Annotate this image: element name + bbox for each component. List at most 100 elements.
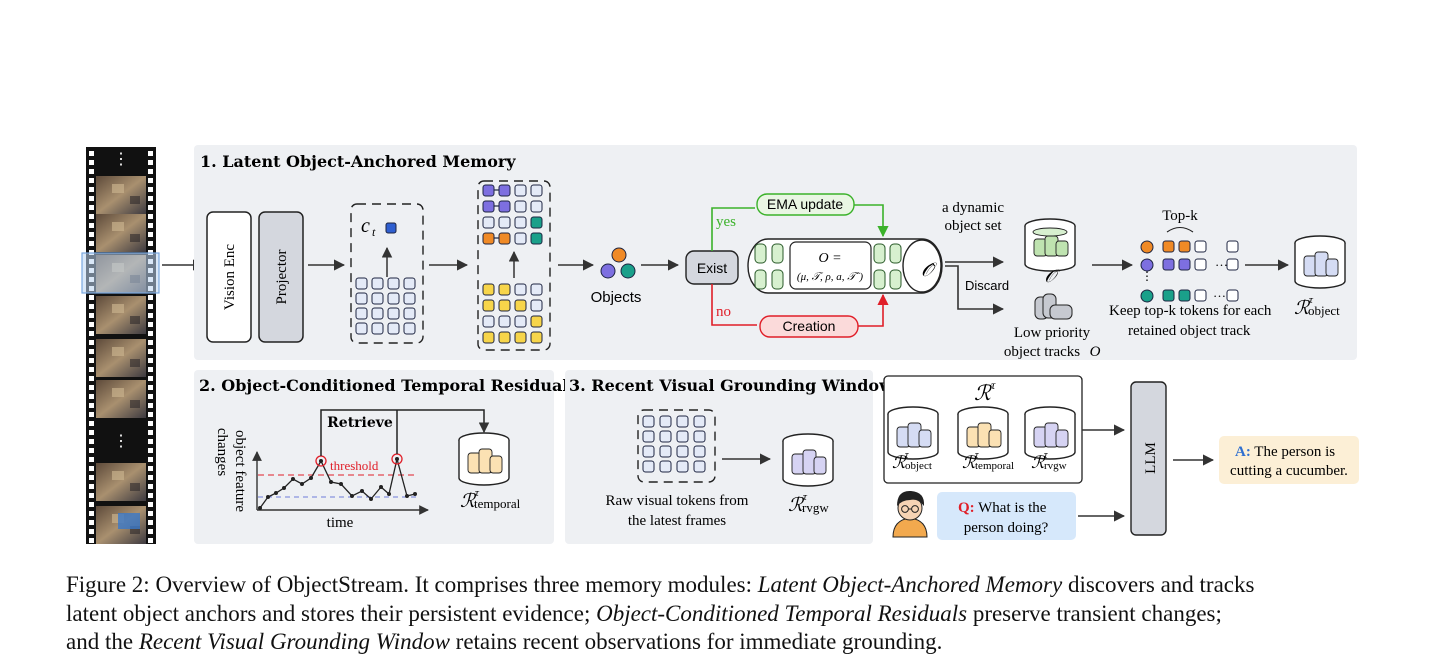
sprocket-hole [148,484,153,489]
raw-token-box [637,409,716,483]
low-priority-line2: object tracks [1004,344,1080,360]
token-cell [1194,240,1207,253]
token-cell [530,331,543,344]
r-rvgw-sub: rvgw [802,500,829,515]
sprocket-hole [89,367,94,372]
token-cell [355,292,368,305]
token-cell [1178,289,1191,302]
token-cell [1226,240,1239,253]
film-dots-bottom: ⋮ [113,433,129,450]
sprocket-hole [89,232,94,237]
token-cell [371,307,384,320]
token-cell [676,415,689,428]
token-cell [387,307,400,320]
sprocket-hole [148,511,153,516]
token-cell [482,315,495,328]
vision-encoder-block [206,211,252,343]
sprocket-hole [148,295,153,300]
keep-topk-line2: retained object track [1128,323,1251,339]
sprocket-hole [89,421,94,426]
discard-label: Discard [965,278,1009,293]
keep-topk-line1: Keep top-k tokens for each [1109,303,1272,319]
answer-bubble [1219,436,1359,484]
ct-token [385,222,397,234]
dynamic-set-line1: a dynamic [942,200,1004,216]
low-priority-blob [1034,293,1073,320]
token-cell [482,299,495,312]
topk-vdots: ⋮ [1141,269,1153,283]
token-cell [1226,258,1239,271]
residual-point [350,494,354,498]
summary-item-2-base: ℛ [962,453,977,472]
sprocket-hole [148,394,153,399]
sprocket-hole [148,340,153,345]
topk-ellipsis: … [1215,254,1228,269]
residual-point [360,489,364,493]
token-cell [530,184,543,197]
raw-tokens-line1: Raw visual tokens from [606,493,749,509]
sprocket-hole [89,457,94,462]
token-cell [1178,258,1191,271]
summary-r-sup: τ [991,378,996,392]
sprocket-hole [148,349,153,354]
raw-token-grid [642,415,706,473]
summary-item-3-sub: rvgw [1044,460,1067,472]
token-cell [676,430,689,443]
ema-update-label: EMA update [767,196,843,212]
y-axis-label-line1: object feature [232,430,248,512]
token-cell [514,216,527,229]
sprocket-hole [148,196,153,201]
summary-item-1-sup: τ [905,450,909,461]
token-cell [1194,289,1207,302]
no-path [711,284,757,326]
object-tuple-box [789,241,872,290]
sprocket-hole [89,358,94,363]
low-priority-o: O [1090,344,1101,360]
sprocket-hole [148,466,153,471]
vision-encoder-label: Vision Enc [222,244,238,311]
residual-point [300,482,304,486]
sprocket-hole [89,196,94,201]
token-cell [403,307,416,320]
sprocket-hole [89,223,94,228]
panel2-title: 2. Object-Conditioned Temporal Residuals [199,376,577,395]
token-cell [642,415,655,428]
sprocket-hole [148,367,153,372]
answer-line2: cutting a cucumber. [1230,463,1348,479]
database-icon [1024,218,1076,272]
low-priority-line1: Low priority [1014,325,1091,341]
r-temporal-sup: τ [475,487,480,499]
r-rvgw-sup: τ [803,491,808,503]
threshold-label: threshold [330,458,379,473]
summary-item-3-base: ℛ [1031,453,1046,472]
objectstream-diagram: ⋮ ⋮ 1. Latent Object-Anchored Memory Vis… [81,145,1359,544]
panel3-title: 3. Recent Visual Grounding Window [569,376,894,395]
residual-point [319,459,323,463]
video-frame-detail [130,316,140,324]
r-object-sub: object [1308,303,1340,318]
video-frame [96,339,146,377]
token-cell [693,415,706,428]
question-line1: Q: What is the [958,500,1047,516]
caption-text1: discovers and tracks [1062,572,1255,597]
sprocket-hole [148,232,153,237]
sprocket-hole [89,322,94,327]
projector-block [258,211,304,343]
token-cell [659,445,672,458]
sprocket-hole [89,502,94,507]
token-cell [387,322,400,335]
exist-label: Exist [697,260,727,276]
video-frame [96,463,146,501]
token-cell [403,322,416,335]
track-token [889,243,902,264]
residual-point [282,486,286,490]
question-label: Q: [958,500,975,516]
sprocket-hole [89,178,94,183]
sprocket-hole [89,520,94,525]
token-cell [514,200,527,213]
sprocket-hole [148,439,153,444]
residual-point [413,492,417,496]
sprocket-hole [89,313,94,318]
token-cell [693,460,706,473]
sprocket-hole [148,178,153,183]
